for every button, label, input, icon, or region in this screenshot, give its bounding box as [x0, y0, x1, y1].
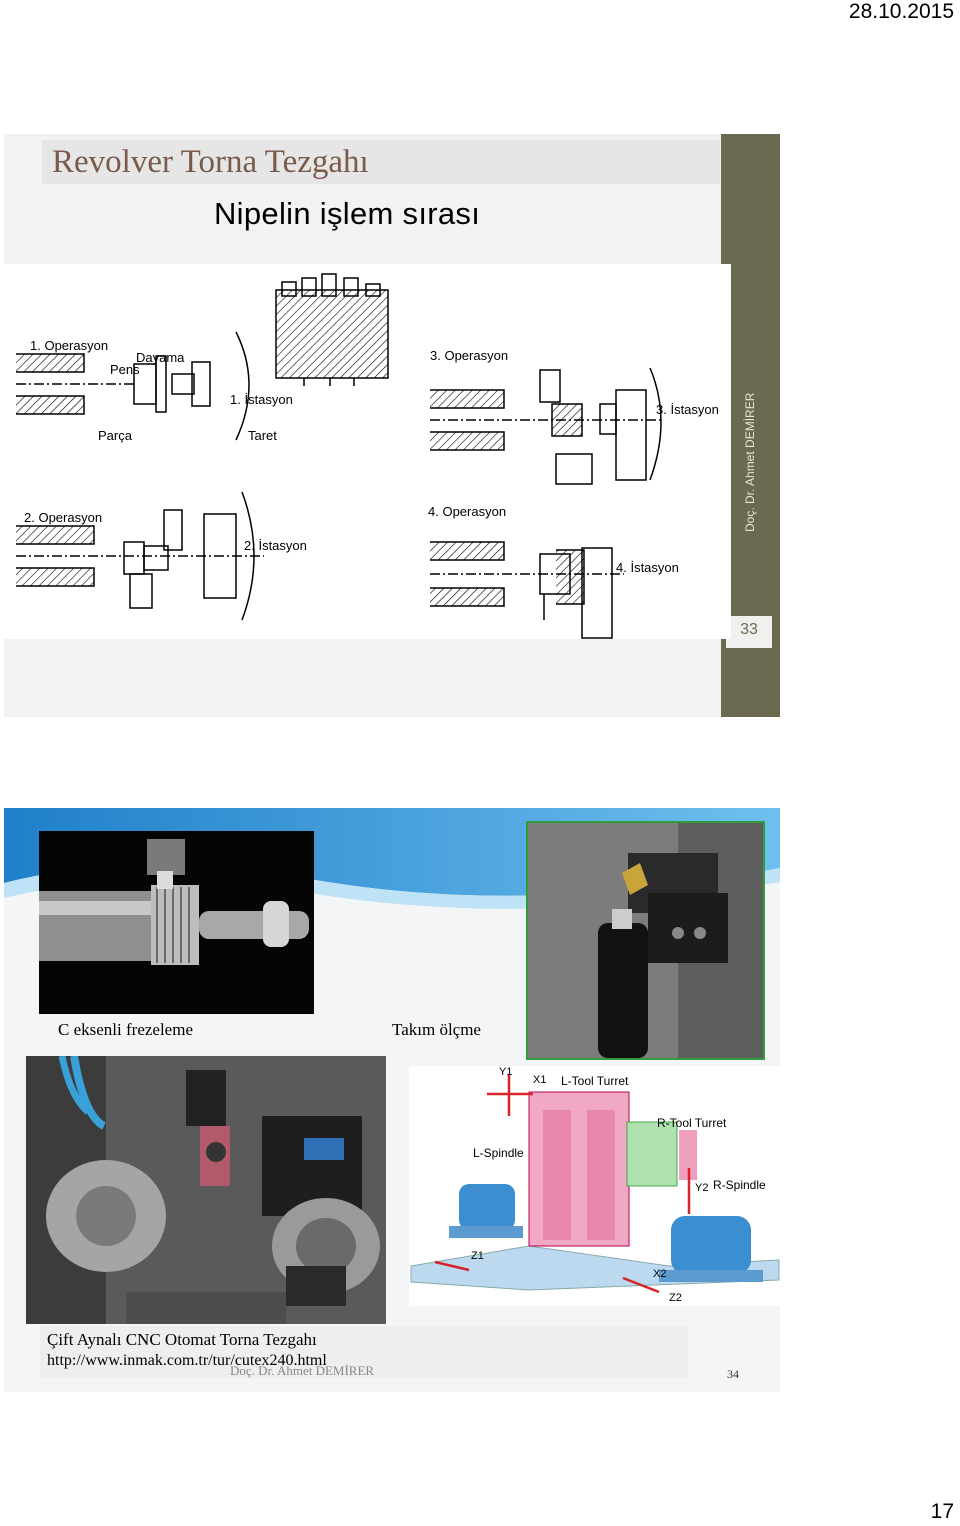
- caption-tool-measuring: Takım ölçme: [392, 1020, 481, 1039]
- source-url-link[interactable]: http://www.inmak.com.tr/tur/cutex240.htm…: [47, 1352, 327, 1369]
- label-dayama: Dayama: [136, 350, 185, 365]
- tool-measuring-photo: [526, 821, 765, 1060]
- label-istasyon4: 4. İstasyon: [616, 560, 679, 575]
- slide-author: Doç. Dr. Ahmet DEMİRER: [230, 1363, 375, 1378]
- slide-title: Revolver Torna Tezgahı: [52, 144, 369, 180]
- nipple-operations-diagram: 1. Operasyon Pens Dayama 1. İstasyon Par…: [4, 264, 731, 639]
- label-x2: X2: [653, 1268, 667, 1280]
- label-y2: Y2: [695, 1182, 709, 1194]
- label-op4: 4. Operasyon: [428, 504, 507, 519]
- figure-heading: Nipelin işlem sırası: [214, 196, 481, 231]
- caption-c-axis-milling: C eksenli frezeleme: [58, 1020, 193, 1039]
- label-z1: Z1: [471, 1250, 484, 1262]
- label-op1: 1. Operasyon: [30, 338, 109, 353]
- page-number: 17: [930, 1500, 954, 1523]
- twin-spindle-diagram: Y1 X1 L-Tool Turret R-Tool Turret L-Spin…: [409, 1066, 780, 1306]
- sidebar-author: Doç. Dr. Ahmet DEMİRER: [743, 392, 757, 532]
- bottom-caption-title: Çift Aynalı CNC Otomat Torna Tezgahı: [47, 1330, 317, 1349]
- slide-number-badge: 33: [722, 612, 776, 652]
- slide-number: 34: [727, 1367, 739, 1381]
- slide-title-bar: Revolver Torna Tezgahı: [42, 140, 720, 184]
- label-taret: Taret: [248, 428, 277, 443]
- label-r-tool-turret: R-Tool Turret: [657, 1116, 727, 1130]
- label-l-tool-turret: L-Tool Turret: [561, 1074, 629, 1088]
- page-date: 28.10.2015: [848, 0, 954, 23]
- label-pens: Pens: [110, 362, 140, 377]
- slide-number: 33: [740, 621, 758, 638]
- label-l-spindle: L-Spindle: [473, 1146, 524, 1160]
- label-y1: Y1: [499, 1066, 513, 1078]
- label-x1: X1: [533, 1074, 547, 1086]
- operations-drawing: [16, 273, 664, 639]
- label-istasyon1: 1. İstasyon: [230, 392, 293, 407]
- label-parca: Parça: [98, 428, 132, 443]
- label-r-spindle: R-Spindle: [713, 1178, 766, 1192]
- label-op3: 3. Operasyon: [430, 348, 509, 363]
- bottom-caption-box: Çift Aynalı CNC Otomat Torna Tezgahı htt…: [40, 1326, 688, 1378]
- slide-34: C eksenli frezeleme Takım ölçme: [4, 808, 780, 1392]
- label-z2: Z2: [669, 1292, 682, 1304]
- label-istasyon2: 2. İstasyon: [244, 538, 307, 553]
- c-axis-milling-photo: [39, 831, 314, 1014]
- label-op2: 2. Operasyon: [24, 510, 103, 525]
- label-istasyon3: 3. İstasyon: [656, 402, 719, 417]
- slide-33: Revolver Torna Tezgahı Nipelin işlem sır…: [4, 134, 780, 717]
- cnc-machine-photo: [26, 1056, 386, 1324]
